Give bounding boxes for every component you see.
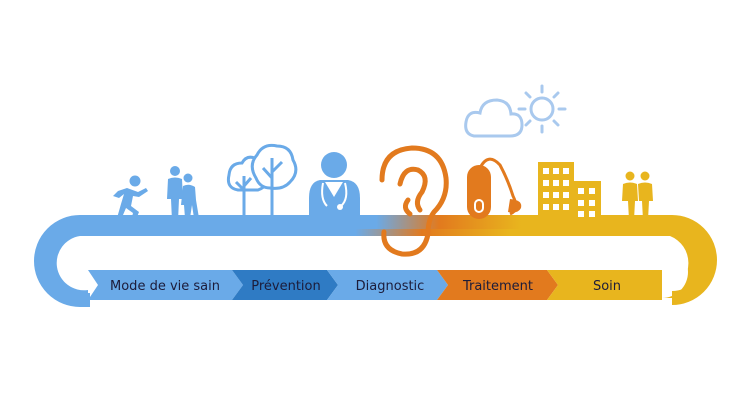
doctor-icon [309, 152, 360, 220]
step-label-prevention: Prévention [251, 279, 321, 294]
buildings-icon [538, 162, 601, 220]
ear-icon [379, 145, 449, 257]
step-traitement [437, 270, 558, 300]
friends-icon [622, 171, 653, 220]
step-diagnostic [327, 270, 448, 300]
step-prevention [232, 270, 338, 300]
step-label-mode-de-vie-sain: Mode de vie sain [110, 279, 220, 294]
step-label-traitement: Traitement [462, 279, 533, 294]
couple-icon [167, 166, 199, 221]
step-label-diagnostic: Diagnostic [356, 279, 425, 294]
step-soin [547, 270, 662, 300]
hearing-aid-icon [467, 157, 522, 219]
step-mode-de-vie-sain [88, 270, 243, 300]
sun-icon [517, 84, 567, 134]
runner-icon [108, 175, 148, 222]
cloud-icon [464, 98, 524, 138]
step-label-soin: Soin [593, 279, 621, 294]
step-bar: Mode de vie sain Prévention Diagnostic T… [88, 270, 662, 300]
trees-icon [226, 143, 298, 220]
